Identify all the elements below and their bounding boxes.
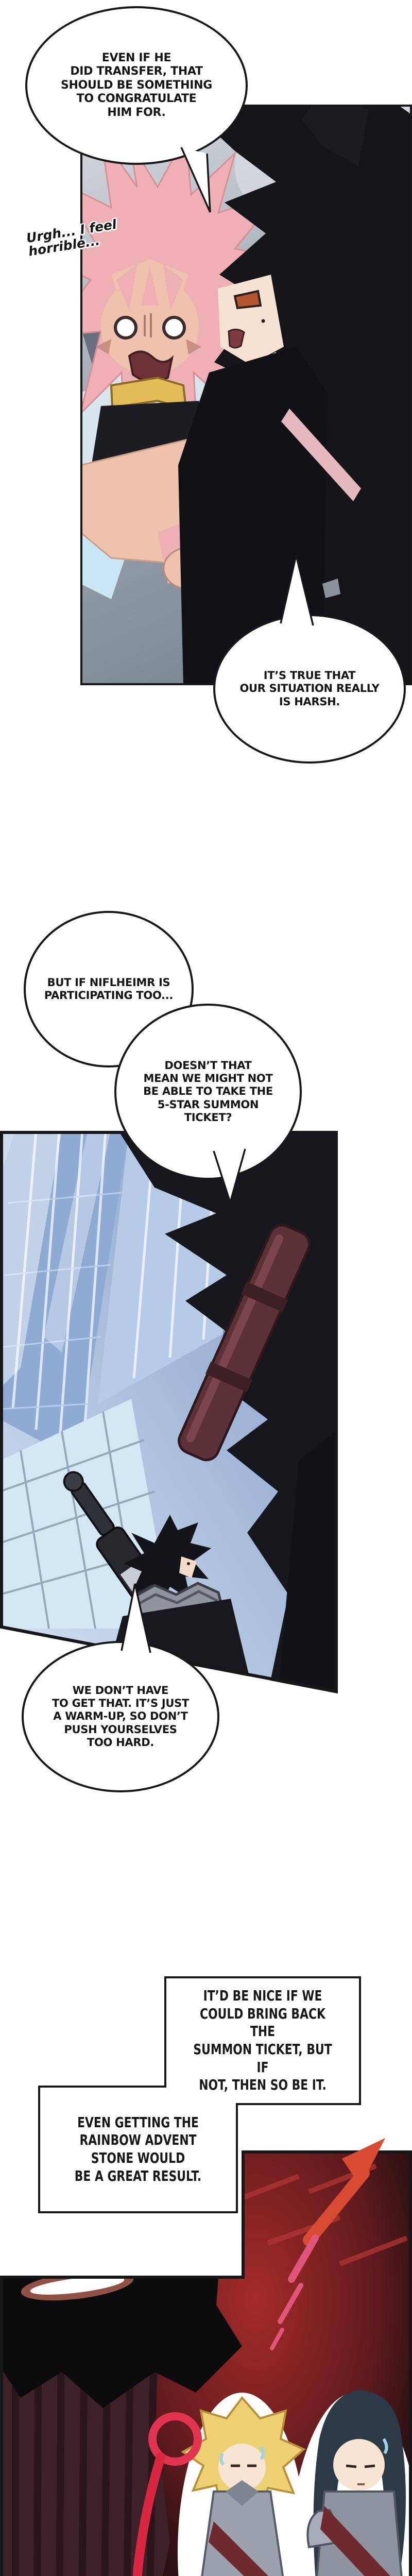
speech-text: BUT IF NIFLHEIMR IS PARTICIPATING TOO... bbox=[44, 976, 174, 1002]
narration-caption: IT’D BE NICE IF WE COULD BRING BACK THE … bbox=[171, 1986, 354, 2096]
demon-head-glowing-eye bbox=[0, 2212, 242, 2408]
foreground-figure-back bbox=[118, 1131, 338, 1693]
speech-bubble: DOESN’T THAT MEAN WE MIGHT NOT BE ABLE T… bbox=[114, 1004, 302, 1180]
blond-character bbox=[178, 2393, 306, 2576]
speech-text: IT’S TRUE THAT OUR SITUATION REALLY IS H… bbox=[239, 669, 380, 708]
speech-bubble: IT’S TRUE THAT OUR SITUATION REALLY IS H… bbox=[213, 614, 406, 764]
light-ray bbox=[44, 1131, 111, 1352]
speech-text: EVEN IF HE DID TRANSFER, THAT SHOULD BE … bbox=[60, 52, 213, 119]
sfx-red-aura-glyph bbox=[133, 2412, 202, 2576]
pink-haired-character bbox=[80, 132, 305, 627]
speech-bubble: WE DON’T HAVE TO GET THAT. IT’S JUST A W… bbox=[22, 1641, 219, 1792]
narration-text: IT’D BE NICE IF WE COULD BRING BACK THE … bbox=[193, 1987, 332, 2094]
panel-city-lowangle bbox=[0, 1131, 338, 1693]
blue-haired-character bbox=[286, 2390, 412, 2576]
narration-text: EVEN GETTING THE RAINBOW ADVENT STONE WO… bbox=[74, 2113, 202, 2184]
speech-bubble: BUT IF NIFLHEIMR IS PARTICIPATING TOO... bbox=[24, 911, 194, 1067]
black-haired-character bbox=[178, 105, 412, 685]
speech-bubble: EVEN IF HE DID TRANSFER, THAT SHOULD BE … bbox=[25, 6, 248, 165]
light-ray bbox=[0, 1131, 62, 1388]
speech-text: DOESN’T THAT MEAN WE MIGHT NOT BE ABLE T… bbox=[143, 1059, 273, 1124]
panel-dark-red-aura bbox=[0, 2150, 412, 2576]
narration-caption: EVEN GETTING THE RAINBOW ADVENT STONE WO… bbox=[45, 2098, 231, 2201]
panel-characters-reaction bbox=[80, 105, 412, 685]
speech-text: WE DON’T HAVE TO GET THAT. IT’S JUST A W… bbox=[52, 1684, 189, 1749]
